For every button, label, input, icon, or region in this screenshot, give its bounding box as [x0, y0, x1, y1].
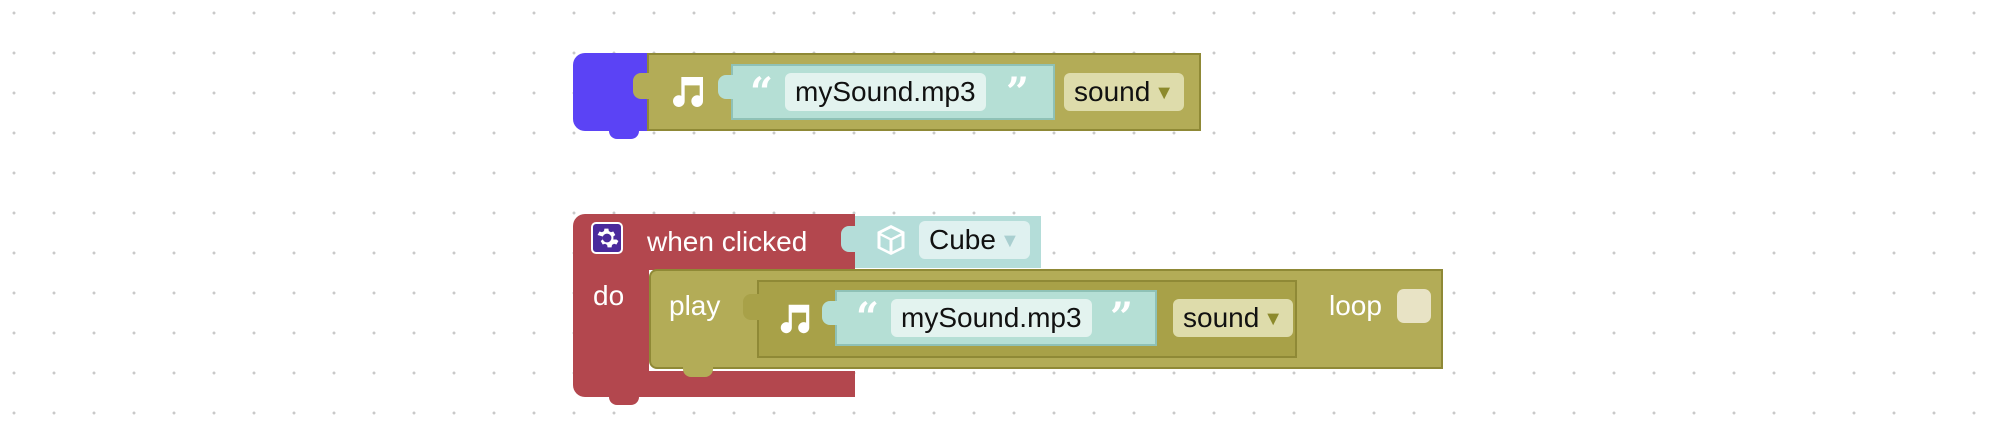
sound-value-block-group[interactable]: “ mySound.mp3 ” sound▼: [573, 53, 1201, 141]
sound-type-dropdown[interactable]: sound▼: [1064, 73, 1185, 111]
sound-filename-field[interactable]: mySound.mp3: [785, 73, 986, 111]
gear-icon[interactable]: [591, 222, 623, 254]
when-clicked-event-block[interactable]: when clicked do Cube▼ play “ mySound.mp3…: [573, 214, 1443, 405]
triangle-down-icon: ▼: [1263, 308, 1284, 330]
event-block-spine: [573, 269, 649, 381]
triangle-down-icon: ▼: [999, 230, 1020, 252]
text-block-output-tab: [718, 75, 733, 99]
music-note-icon: [668, 72, 708, 112]
open-quote: “: [750, 69, 774, 116]
event-block-notch: [609, 395, 639, 405]
triangle-down-icon: ▼: [1154, 82, 1175, 104]
sound-dropdown-label: sound: [1183, 302, 1260, 333]
text-block-output-tab: [822, 301, 837, 325]
purple-block-notch: [609, 129, 639, 139]
event-block-footer: [573, 371, 855, 397]
event-label: when clicked: [647, 226, 808, 257]
sound-type-dropdown[interactable]: sound▼: [1173, 299, 1294, 337]
object-dropdown[interactable]: Cube▼: [919, 221, 1030, 259]
sound-value-tab: [743, 294, 759, 320]
sound-block-input-tab: [633, 73, 649, 99]
close-quote: ”: [1006, 69, 1030, 116]
close-quote: ”: [1110, 294, 1134, 341]
sound-filename-field[interactable]: mySound.mp3: [891, 299, 1092, 337]
object-input-tab: [841, 226, 857, 252]
play-label: play: [669, 290, 721, 321]
object-dropdown-label: Cube: [929, 224, 996, 255]
do-label: do: [593, 280, 625, 311]
cube-icon: [873, 222, 909, 258]
loop-label: loop: [1329, 290, 1382, 321]
play-block-notch: [683, 367, 713, 377]
sound-dropdown-label: sound: [1074, 76, 1151, 107]
loop-checkbox[interactable]: [1397, 289, 1431, 323]
open-quote: “: [856, 294, 880, 341]
music-note-icon: [776, 300, 814, 338]
